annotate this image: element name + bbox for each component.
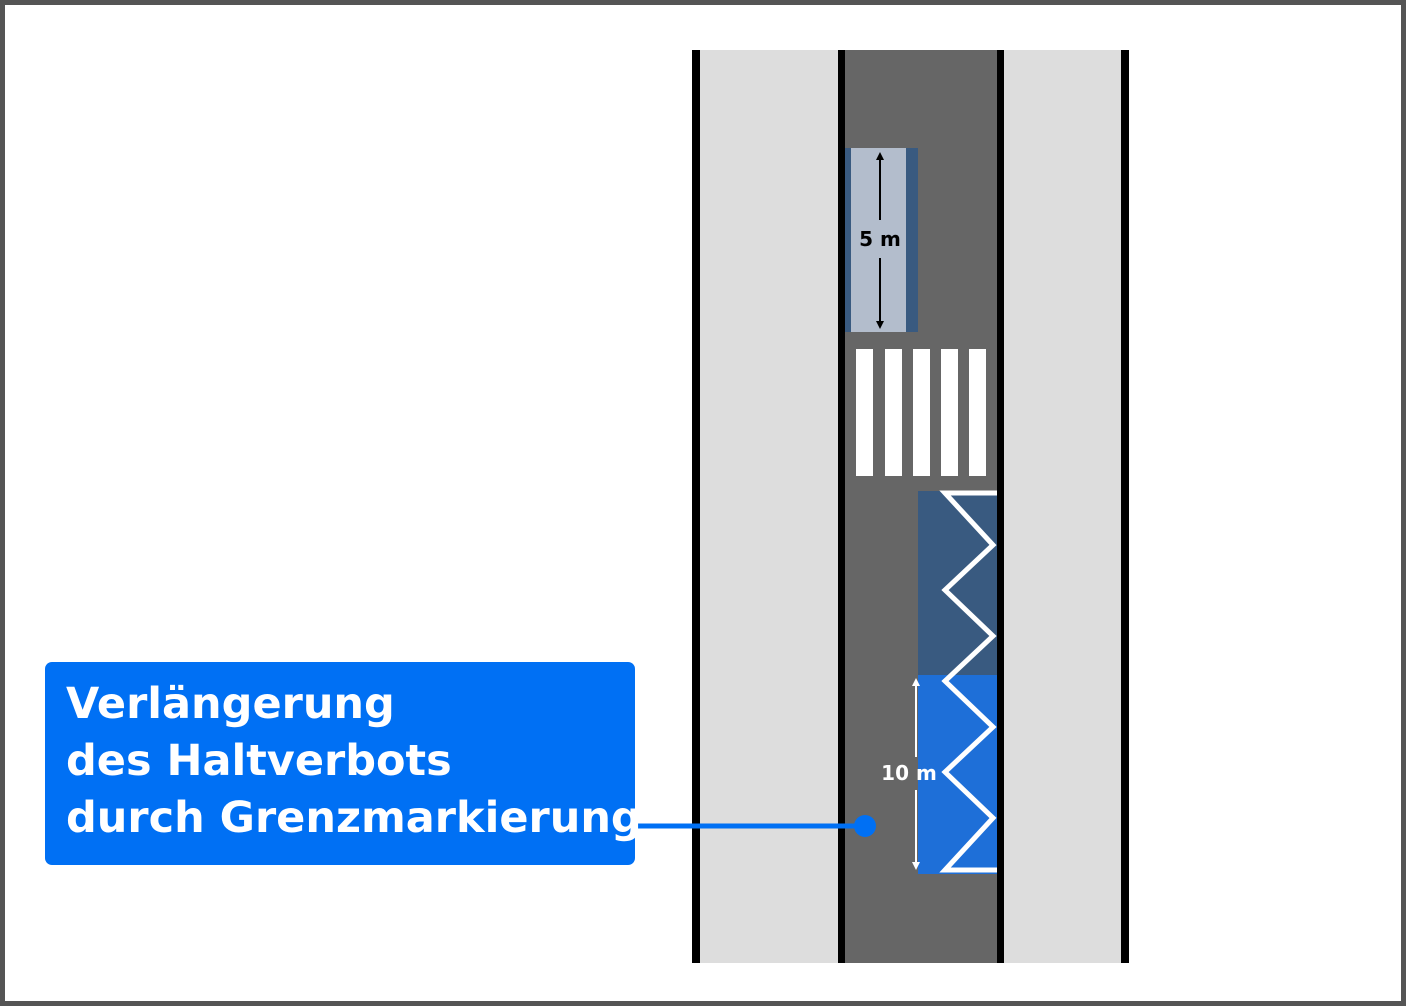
- zebra-stripe: [969, 349, 986, 476]
- sidewalk-left: [697, 50, 841, 963]
- curb-line-road-right: [997, 50, 1004, 963]
- curb-line-road-left: [838, 50, 845, 963]
- callout-connector-dot: [854, 815, 876, 837]
- callout-line-1: Verlängerung: [66, 679, 395, 729]
- parking-space-light: [851, 148, 906, 332]
- zebra-stripe: [913, 349, 930, 476]
- curb-line-outer-right: [1121, 50, 1129, 963]
- zebra-stripe: [885, 349, 902, 476]
- callout-box: Verlängerung des Haltverbots durch Grenz…: [45, 662, 642, 865]
- no-stopping-extension: [918, 675, 997, 874]
- callout-line-3: durch Grenzmarkierung: [66, 793, 642, 843]
- no-stopping-zone: [918, 491, 997, 675]
- parking-length-label: 5 m: [859, 227, 901, 251]
- zebra-stripe: [856, 349, 873, 476]
- zebra-stripe: [941, 349, 958, 476]
- zigzag-boundary-marking: [939, 490, 997, 873]
- callout-line-2: des Haltverbots: [66, 736, 452, 786]
- extension-length-label: 10 m: [881, 761, 937, 785]
- curb-line-outer-left: [692, 50, 700, 963]
- sidewalk-right: [1000, 50, 1124, 963]
- zebra-crossing: [856, 349, 986, 476]
